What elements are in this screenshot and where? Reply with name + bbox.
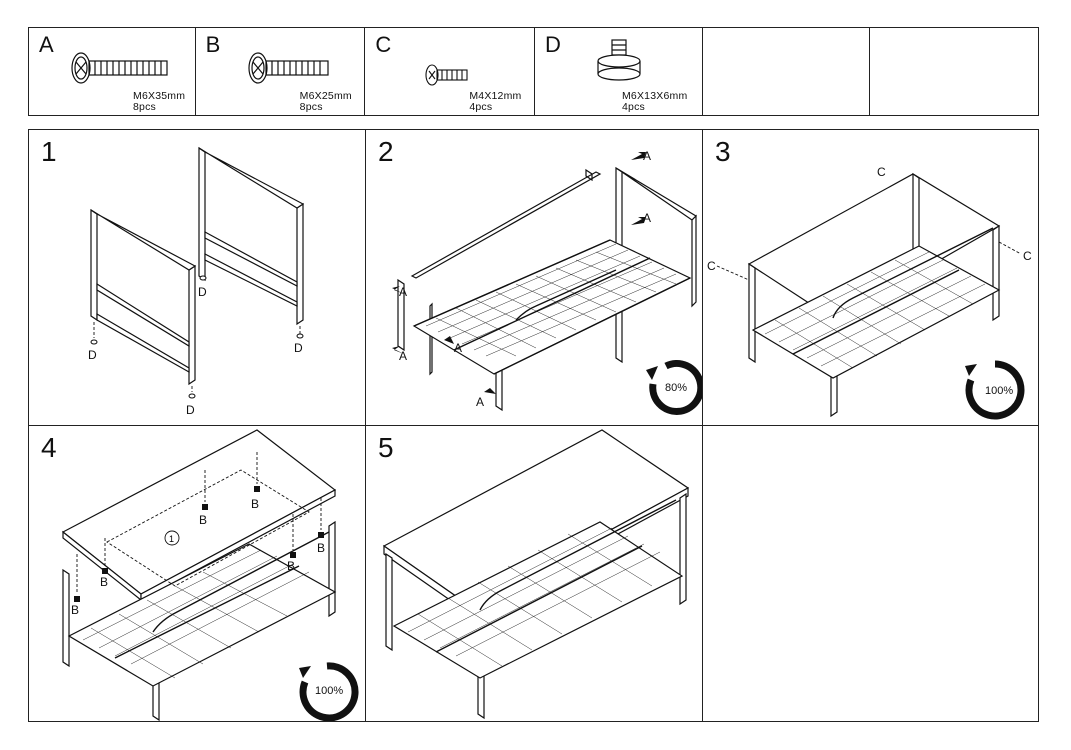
screw-label: B — [317, 541, 325, 555]
short-phillips-screw-icon — [425, 64, 468, 86]
screw-label: D — [88, 348, 97, 362]
finished-table-diagram — [382, 429, 690, 720]
steps-grid: 1 — [28, 129, 1039, 722]
part-size: M6X35mm — [133, 90, 186, 102]
tighten-percent: 100% — [315, 685, 343, 697]
parts-table: A M6X35mm 8pcs B M6 — [28, 27, 1039, 116]
top-frame-diagram: C C C 100% — [707, 165, 1032, 420]
step-3: 3 C C C — [703, 130, 1038, 425]
frame-and-shelf-diagram: A A A A A A A A 80% — [392, 149, 702, 415]
screw-label: D — [186, 403, 195, 417]
step-number: 4 — [41, 432, 57, 463]
part-a: A M6X35mm 8pcs — [29, 28, 196, 115]
screw-label: A — [643, 211, 651, 225]
part-quantity: 4pcs — [621, 101, 645, 113]
step-number: 5 — [378, 432, 394, 463]
part-letter: A — [39, 32, 54, 57]
screw-label: B — [199, 513, 207, 527]
tighten-percent: 80% — [665, 382, 687, 394]
part-empty-1 — [703, 28, 871, 115]
part-size: M6X25mm — [299, 90, 352, 102]
part-quantity: 4pcs — [469, 101, 493, 113]
step-4: 4 — [29, 426, 365, 721]
screw-label: D — [294, 341, 303, 355]
marker-number: 1 — [169, 534, 174, 544]
screw-label: A — [399, 285, 407, 299]
screw-label: D — [198, 285, 207, 299]
screw-label: B — [287, 559, 295, 573]
part-empty-2 — [870, 28, 1038, 115]
part-quantity: 8pcs — [133, 101, 156, 113]
part-c: C M4X12mm 4pcs — [365, 28, 535, 115]
step-1: 1 — [29, 130, 365, 425]
tighten-100-icon: 100% — [299, 662, 359, 721]
step-5: 5 — [366, 426, 702, 721]
part-quantity: 8pcs — [299, 101, 323, 113]
part-size: M4X12mm — [469, 90, 522, 102]
tighten-percent: 100% — [985, 385, 1013, 397]
screw-label: B — [251, 497, 259, 511]
part-letter: B — [205, 32, 221, 57]
step-number: 1 — [41, 136, 57, 167]
step-number: 2 — [378, 136, 394, 167]
part-d: D M6X13X6mm 4pcs — [535, 28, 703, 115]
leveling-foot-icon — [597, 39, 641, 81]
screw-label: C — [707, 259, 716, 273]
tighten-80-icon: 80% — [646, 359, 702, 415]
screw-arrows — [392, 152, 646, 394]
step-reference-marker: 1 — [164, 530, 180, 546]
screw-label: A — [476, 395, 484, 409]
step-empty — [703, 426, 1038, 721]
screw-label: C — [1023, 249, 1032, 263]
part-b: B M6X25mm 8pcs — [196, 28, 366, 115]
tabletop-attach-diagram: B B B B B B 1 100% — [61, 429, 359, 721]
screw-label: B — [100, 575, 108, 589]
screw-label: A — [643, 149, 651, 163]
side-frames-diagram: D D D D — [88, 146, 305, 417]
part-size: M6X13X6mm — [621, 90, 688, 102]
screw-label: B — [71, 603, 79, 617]
screw-label: A — [399, 349, 407, 363]
step-2: 2 — [366, 130, 702, 425]
part-letter: D — [544, 32, 561, 57]
step-number: 3 — [715, 136, 731, 167]
long-phillips-screw-icon — [71, 52, 168, 84]
screw-label: C — [877, 165, 886, 179]
part-letter: C — [375, 32, 392, 57]
screw-label: A — [454, 341, 462, 355]
phillips-screw-icon — [248, 52, 329, 84]
tighten-100-icon: 100% — [965, 360, 1025, 420]
